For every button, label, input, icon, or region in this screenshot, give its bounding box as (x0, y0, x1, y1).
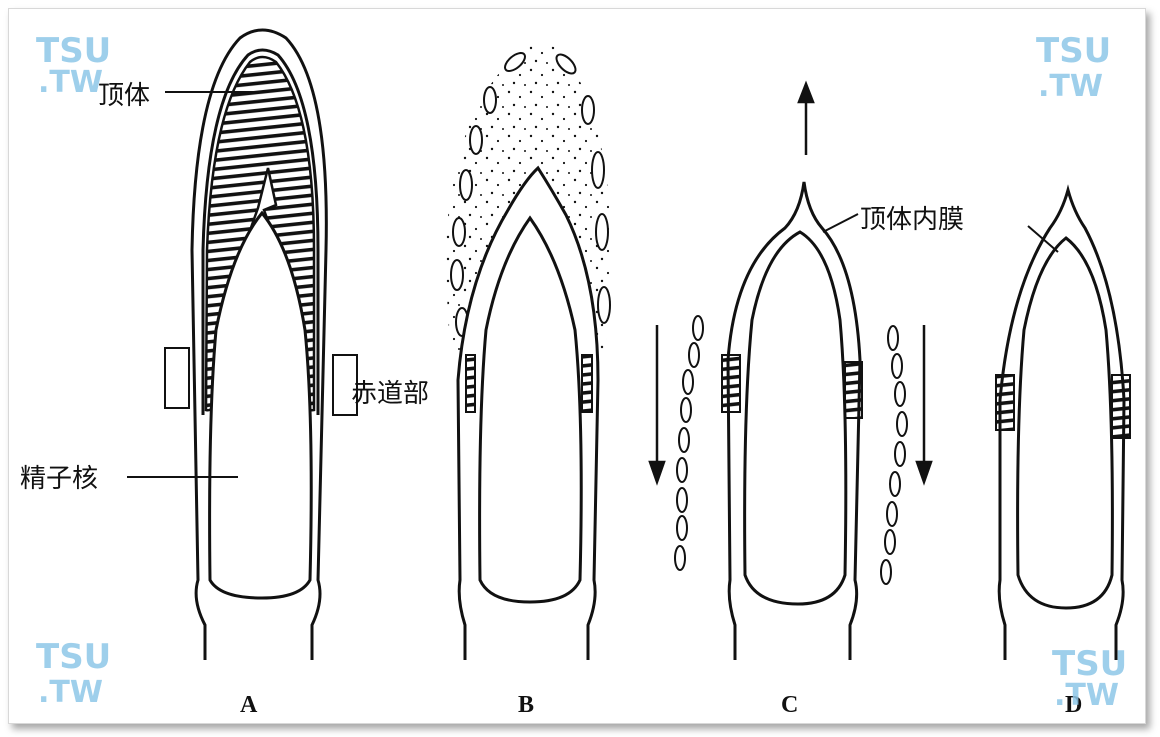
nucleus-outer-c (728, 182, 860, 660)
watermark-bottom-left: TSU .TW (36, 637, 111, 710)
panel-b (445, 44, 612, 660)
svg-text:.TW: .TW (1054, 678, 1119, 713)
label-equatorial-segment: 赤道部 (351, 379, 429, 409)
svg-text:.TW: .TW (38, 675, 103, 710)
shed-vesicles-left (675, 316, 703, 570)
equatorial-remnant-c-left (722, 355, 740, 412)
arrow-down-right-head (917, 462, 931, 482)
panel-caption-c: C (781, 692, 798, 718)
watermark-bottom-right: TSU .TW (1052, 644, 1127, 713)
panel-caption-b: B (518, 692, 534, 718)
watermark-top-left: TSU .TW (36, 31, 111, 100)
sperm-nucleus-outline-c (745, 232, 846, 604)
label-acrosome: 顶体 (98, 81, 150, 111)
svg-text:.TW: .TW (38, 65, 103, 100)
svg-text:TSU: TSU (1036, 31, 1111, 71)
motion-arrows (650, 84, 931, 482)
equatorial-remnant-b-right (582, 355, 592, 412)
leader-inner-membrane-d (1028, 226, 1058, 252)
svg-text:TSU: TSU (36, 637, 111, 677)
arrow-up-head (799, 84, 813, 102)
label-inner-acrosomal-membrane: 顶体内膜 (860, 205, 964, 235)
leader-inner-membrane-c (823, 214, 858, 232)
shed-vesicles-right (881, 326, 907, 584)
sperm-nucleus-outline-d (1018, 238, 1113, 608)
panel-a (127, 30, 357, 660)
equatorial-remnant-d-left (996, 375, 1014, 430)
equatorial-remnant-d-right (1112, 375, 1130, 438)
label-sperm-nucleus: 精子核 (20, 464, 98, 494)
watermark-top-right: TSU .TW (1036, 31, 1111, 104)
panel-c (675, 182, 907, 660)
svg-text:.TW: .TW (1038, 69, 1103, 104)
panel-d (996, 190, 1130, 660)
panel-caption-a: A (240, 692, 258, 718)
arrow-down-left-head (650, 462, 664, 482)
equatorial-remnant-b-left (466, 355, 475, 412)
equatorial-box-left (165, 348, 189, 408)
equatorial-remnant-c-right (845, 362, 862, 418)
